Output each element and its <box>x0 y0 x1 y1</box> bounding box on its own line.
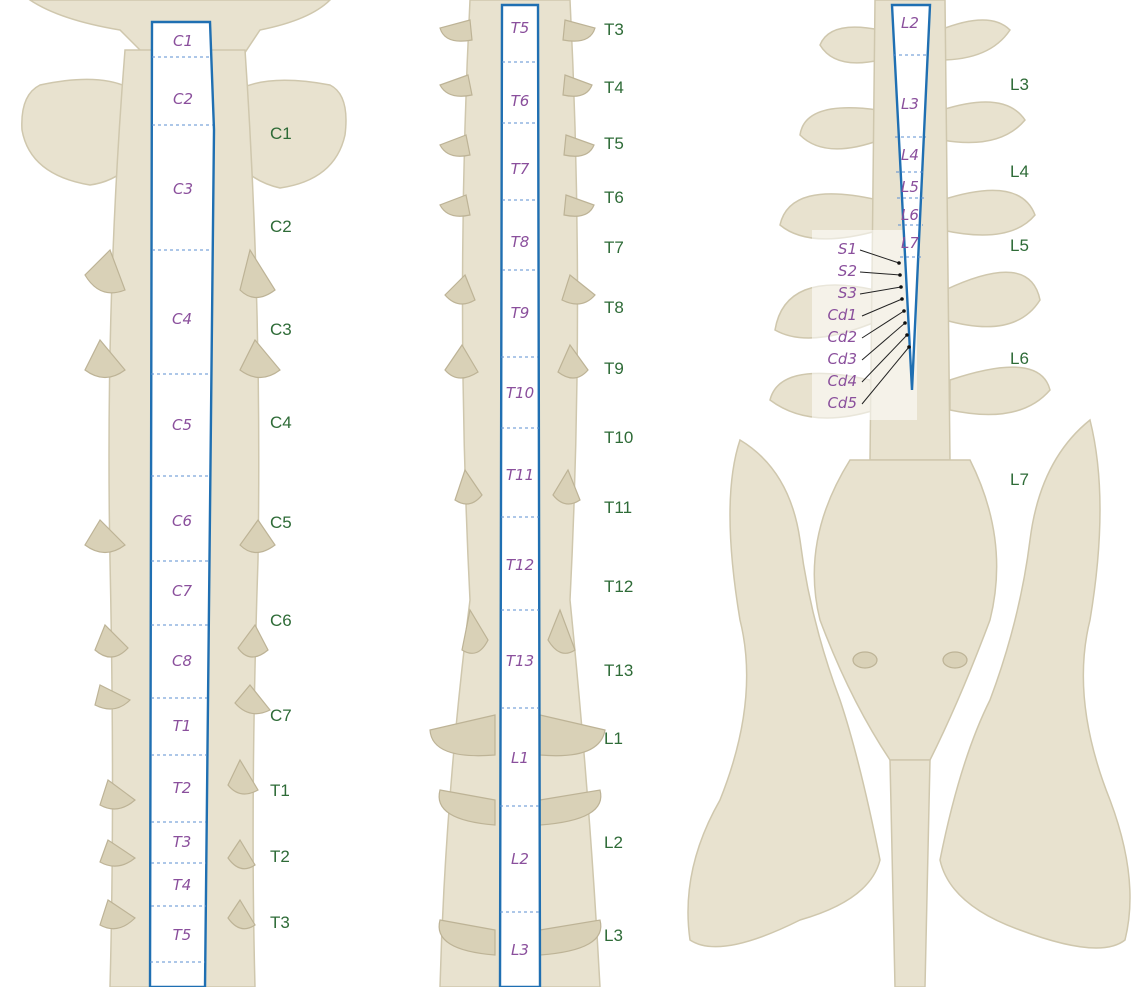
tail-vertebrae <box>890 760 930 987</box>
conus-label: S1 <box>838 240 857 258</box>
vertebra-label: C2 <box>270 217 292 236</box>
segment-label: L6 <box>901 206 919 224</box>
spinal-cord-canal-b <box>500 5 540 987</box>
segment-label: L2 <box>901 14 919 32</box>
vertebra-label: L6 <box>1010 349 1029 368</box>
vertebra-labels-b: T3 T4 T5 T6 T7 T8 T9 T10 T11 T12 T13 L1 … <box>604 20 633 945</box>
vertebra-label: T5 <box>604 134 624 153</box>
vertebra-label: T8 <box>604 298 624 317</box>
segment-label: L3 <box>511 941 529 959</box>
vertebra-label: C3 <box>270 320 292 339</box>
segment-label: C8 <box>172 652 192 670</box>
segment-label: T13 <box>506 652 534 670</box>
segment-label: L4 <box>901 146 919 164</box>
conus-label: Cd2 <box>827 328 857 346</box>
vertebra-label: T13 <box>604 661 633 680</box>
vertebra-label: L3 <box>1010 75 1029 94</box>
segment-label: C3 <box>173 180 193 198</box>
panel-c: L2 L3 L4 L5 L6 L7 S1 S2 S <box>688 0 1130 987</box>
segment-label: T5 <box>173 926 192 944</box>
vertebra-label: L2 <box>604 833 623 852</box>
sacral-foramen <box>853 652 877 668</box>
segment-label: C7 <box>172 582 192 600</box>
conus-label: S2 <box>838 262 857 280</box>
vertebra-label: T4 <box>604 78 624 97</box>
conus-label: Cd1 <box>827 306 857 324</box>
segment-label: T10 <box>506 384 534 402</box>
segment-label: C2 <box>173 90 193 108</box>
segment-label: T6 <box>511 92 530 110</box>
segment-label: T1 <box>173 717 192 735</box>
segment-label: T9 <box>511 304 530 322</box>
vertebra-label: L1 <box>604 729 623 748</box>
vertebra-label: L4 <box>1010 162 1029 181</box>
segment-label: T11 <box>506 466 534 484</box>
vertebra-label: T2 <box>270 847 290 866</box>
sacral-foramen <box>943 652 967 668</box>
panel-a: C1 C2 C3 C4 C5 C6 C7 C8 T1 T2 T3 T4 T5 C… <box>22 0 346 987</box>
vertebra-label: C7 <box>270 706 292 725</box>
segment-label: L2 <box>511 850 529 868</box>
segment-label: T7 <box>511 160 530 178</box>
vertebra-label: C5 <box>270 513 292 532</box>
segment-label: T3 <box>173 833 192 851</box>
conus-label: Cd5 <box>827 394 857 412</box>
segment-label: T4 <box>173 876 192 894</box>
vertebra-label: T10 <box>604 428 633 447</box>
vertebra-label: T7 <box>604 238 624 257</box>
vertebra-label: C1 <box>270 124 292 143</box>
segment-label: C5 <box>172 416 192 434</box>
vertebra-label: L7 <box>1010 470 1029 489</box>
segment-label: C1 <box>173 32 193 50</box>
vertebra-labels-a: C1 C2 C3 C4 C5 C6 C7 T1 T2 T3 <box>270 124 292 932</box>
vertebra-label: L3 <box>604 926 623 945</box>
segment-label: L3 <box>901 95 919 113</box>
vertebra-label: T9 <box>604 359 624 378</box>
vertebra-label: T3 <box>604 20 624 39</box>
vertebra-label: C6 <box>270 611 292 630</box>
segment-label: T5 <box>511 19 530 37</box>
vertebra-label: T12 <box>604 577 633 596</box>
vertebra-label: T6 <box>604 188 624 207</box>
conus-label: S3 <box>838 284 857 302</box>
vertebra-label: L5 <box>1010 236 1029 255</box>
segment-label: L1 <box>511 749 529 767</box>
panel-b: T5 T6 T7 T8 T9 T10 T11 T12 T13 L1 L2 L3 … <box>430 0 633 987</box>
vertebra-label: T1 <box>270 781 290 800</box>
segment-label: L7 <box>901 234 919 252</box>
segment-label: T12 <box>506 556 534 574</box>
conus-label: Cd4 <box>827 372 857 390</box>
label-backdrop <box>812 230 917 420</box>
conus-label: Cd3 <box>827 350 857 368</box>
segment-label: T8 <box>511 233 530 251</box>
vertebra-label: C4 <box>270 413 292 432</box>
segment-label: T2 <box>173 779 192 797</box>
vertebra-label: T11 <box>604 498 632 517</box>
vertebra-label: T3 <box>270 913 290 932</box>
segment-label: L5 <box>901 178 919 196</box>
segment-label: C6 <box>172 512 192 530</box>
segment-label: C4 <box>172 310 192 328</box>
